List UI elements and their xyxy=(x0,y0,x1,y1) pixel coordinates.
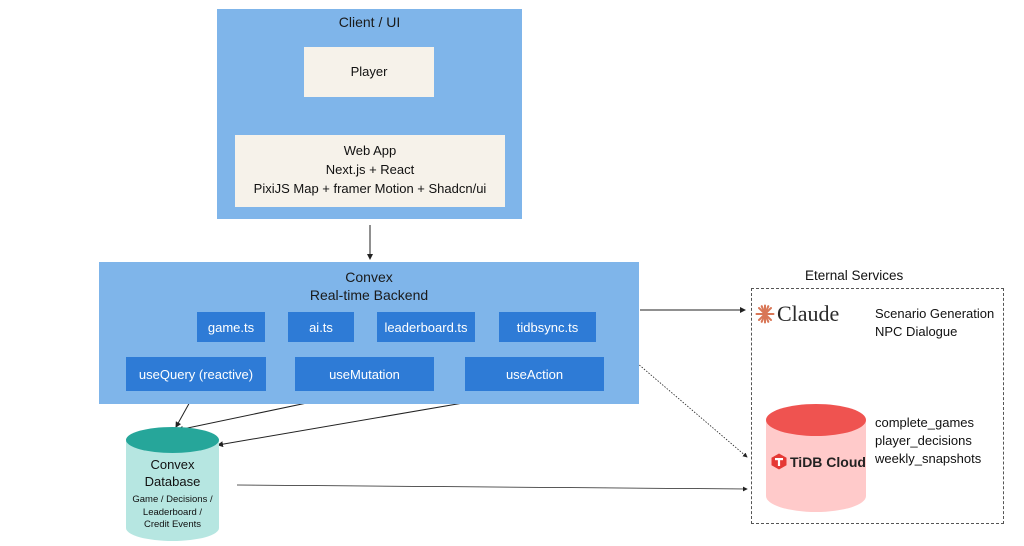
tidb-logo-icon xyxy=(771,453,787,470)
claude-logo: Claude xyxy=(755,301,840,326)
database-cylinder-icon xyxy=(126,427,219,541)
database-label-line2: Database xyxy=(144,474,201,489)
web-app-title: Web App xyxy=(343,143,397,158)
claude-sunburst-icon xyxy=(755,304,775,324)
hook-useaction: useAction xyxy=(465,357,604,391)
player-label: Player xyxy=(350,64,388,79)
player-box: Player xyxy=(304,47,434,97)
database-contents: Game / Decisions / Leaderboard / Credit … xyxy=(119,494,226,532)
web-app-box: Web App Next.js + React PixiJS Map + fra… xyxy=(235,135,505,207)
client-ui-panel: Client / UI Player Web App Next.js + Rea… xyxy=(217,9,522,219)
web-app-libraries: PixiJS Map + framer Motion + Shadcn/ui xyxy=(253,181,487,196)
tidb-logo-text: TiDB Cloud xyxy=(790,453,866,470)
claude-roles: Scenario Generation NPC Dialogue xyxy=(875,305,994,341)
tidb-cylinder-icon xyxy=(766,404,866,512)
database-contents-line1: Game / Decisions / xyxy=(132,494,213,505)
tidb-table-complete-games: complete_games xyxy=(875,415,974,430)
tidb-tables: complete_games player_decisions weekly_s… xyxy=(875,414,981,468)
hook-usequery: useQuery (reactive) xyxy=(126,357,266,391)
hook-usemutation: useMutation xyxy=(295,357,434,391)
convex-backend-panel: Convex Real-time Backend game.ts ai.ts l… xyxy=(99,262,639,404)
external-services-title: Eternal Services xyxy=(805,268,904,283)
module-ai: ai.ts xyxy=(288,312,354,342)
external-services-box xyxy=(751,288,1004,524)
module-game: game.ts xyxy=(197,312,265,342)
database-label: Convex Database xyxy=(125,456,220,490)
tidb-cloud-database: TiDB Cloud xyxy=(765,403,867,513)
tidb-table-weekly-snapshots: weekly_snapshots xyxy=(875,451,982,466)
claude-role-npc: NPC Dialogue xyxy=(875,324,958,339)
claude-role-scenario: Scenario Generation xyxy=(875,306,995,321)
tidb-logo: TiDB Cloud xyxy=(771,453,866,470)
backend-subtitle: Real-time Backend xyxy=(309,287,429,303)
database-contents-line2: Leaderboard / xyxy=(142,506,203,518)
client-ui-title: Client / UI xyxy=(338,14,401,30)
web-app-framework: Next.js + React xyxy=(325,162,415,177)
backend-title-line1: Convex xyxy=(345,269,393,285)
backend-title: Convex Real-time Backend xyxy=(99,268,639,304)
database-contents-line3: Credit Events xyxy=(143,519,202,530)
claude-logo-text: Claude xyxy=(777,301,840,326)
module-leaderboard: leaderboard.ts xyxy=(377,312,475,342)
module-tidbsync: tidbsync.ts xyxy=(499,312,596,342)
database-label-line1: Convex xyxy=(150,457,195,472)
tidb-table-player-decisions: player_decisions xyxy=(875,433,972,448)
db-to-tidb-arrow xyxy=(236,484,748,492)
convex-database: Convex Database Game / Decisions / Leade… xyxy=(125,426,220,542)
